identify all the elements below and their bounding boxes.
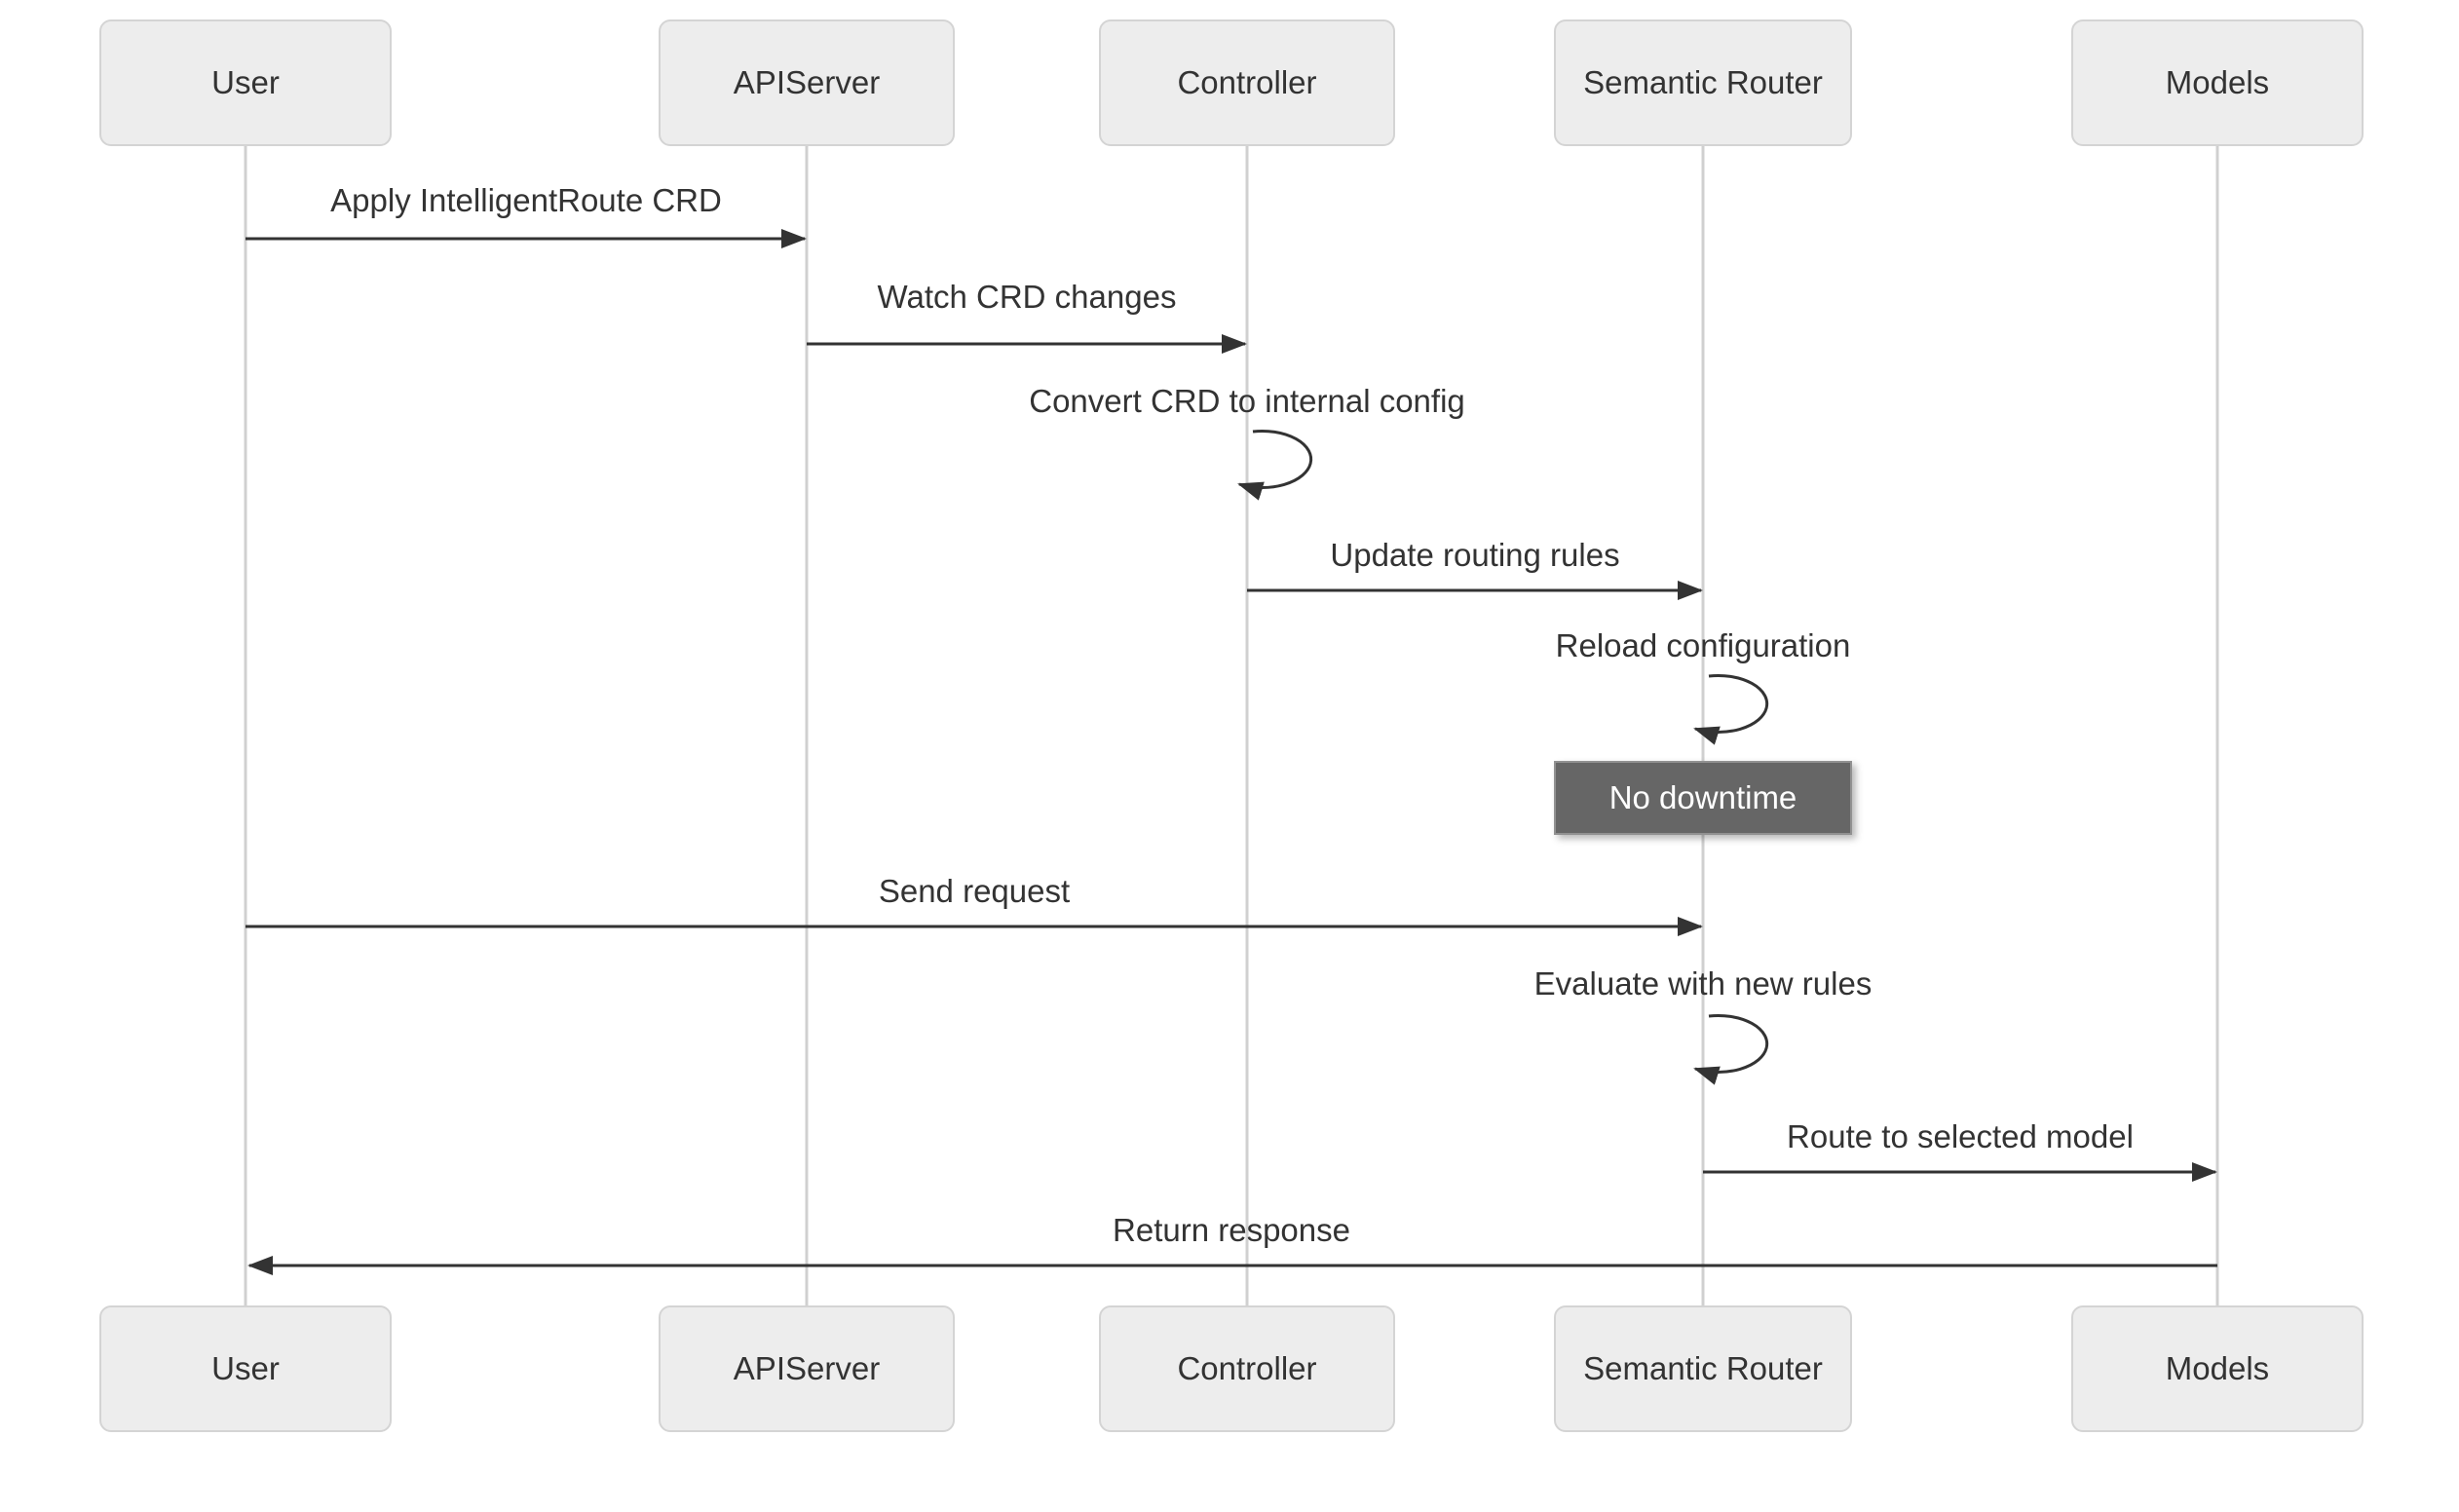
actor-label: Models xyxy=(2165,64,2270,100)
message-label-update-routing-rules: Update routing rules xyxy=(1330,537,1620,573)
actor-top-controller: Controller xyxy=(1099,19,1395,146)
self-loop-reload-configuration xyxy=(1693,673,1769,745)
note-no-downtime: No downtime xyxy=(1554,761,1852,835)
message-label-send-request: Send request xyxy=(878,873,1071,909)
actor-label: User xyxy=(211,1350,280,1386)
actor-bottom-apiserver: APIServer xyxy=(659,1305,955,1432)
actor-bottom-semantic-router: Semantic Router xyxy=(1554,1305,1852,1432)
message-label-watch-crd-changes: Watch CRD changes xyxy=(877,279,1177,315)
self-loop-convert-crd xyxy=(1237,429,1313,501)
actor-label: APIServer xyxy=(733,1350,881,1386)
message-label-return-response: Return response xyxy=(1113,1212,1350,1248)
message-label-evaluate-new-rules: Evaluate with new rules xyxy=(1533,965,1873,1002)
actor-top-apiserver: APIServer xyxy=(659,19,955,146)
actor-label: Models xyxy=(2165,1350,2270,1386)
message-label-route-to-selected-model: Route to selected model xyxy=(1787,1118,2134,1154)
actor-label: Controller xyxy=(1177,1350,1317,1386)
actor-bottom-controller: Controller xyxy=(1099,1305,1395,1432)
actor-top-semantic-router: Semantic Router xyxy=(1554,19,1852,146)
actor-bottom-user: User xyxy=(99,1305,392,1432)
actor-top-models: Models xyxy=(2071,19,2364,146)
message-label-reload-configuration: Reload configuration xyxy=(1555,627,1851,663)
message-label-convert-crd: Convert CRD to internal config xyxy=(1029,383,1465,419)
actor-top-user: User xyxy=(99,19,392,146)
actor-label: User xyxy=(211,64,280,100)
actor-bottom-models: Models xyxy=(2071,1305,2364,1432)
message-label-apply-intelligentroute-crd: Apply IntelligentRoute CRD xyxy=(330,182,722,218)
actor-label: APIServer xyxy=(733,64,881,100)
actor-label: Semantic Router xyxy=(1583,1350,1823,1386)
actor-label: Semantic Router xyxy=(1583,64,1823,100)
actor-label: Controller xyxy=(1177,64,1317,100)
self-loop-evaluate-new-rules xyxy=(1693,1013,1769,1085)
